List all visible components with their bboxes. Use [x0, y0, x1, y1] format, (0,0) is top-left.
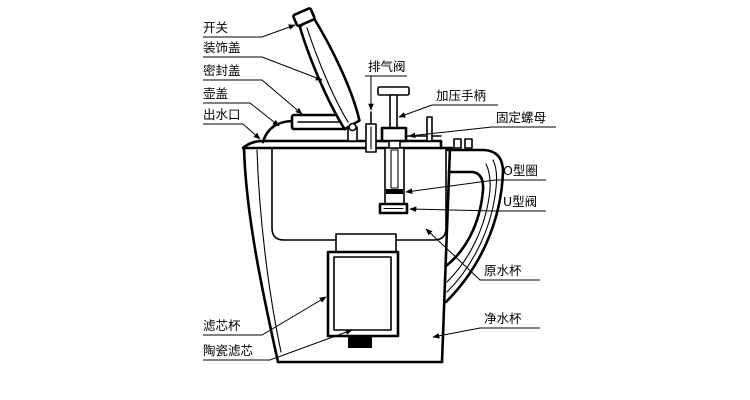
labels: 开关 装饰盖 密封盖 壶盖 出水口 滤芯杯 陶瓷滤芯 排气阀 加压手柄 固定螺母… — [203, 20, 546, 358]
decorative-cover-shell — [298, 15, 361, 131]
filter-assembly — [326, 233, 400, 348]
pressure-handle-bar — [377, 86, 410, 96]
leader-line-pot-lid — [203, 102, 280, 127]
label-o-ring: O型圈 — [503, 163, 538, 178]
body-right-wall — [440, 146, 452, 364]
leader-line-exhaust-valve — [365, 75, 407, 110]
ceramic-filter-core — [333, 256, 392, 331]
filter-cup-shell — [326, 250, 400, 338]
label-u-valve: U型阀 — [503, 194, 537, 209]
label-raw-water-cup: 原水杯 — [484, 263, 522, 278]
handle-outer-edge — [444, 148, 505, 304]
handle-rivet-2 — [464, 138, 473, 149]
label-pot-lid: 壶盖 — [203, 86, 228, 101]
body-outer-left-wall — [242, 146, 280, 364]
label-filter-cup: 滤芯杯 — [203, 318, 241, 333]
pressure-handle-stem — [389, 94, 398, 129]
leader-line-water-outlet — [203, 123, 261, 140]
leader-line-clean-water-cup — [432, 327, 540, 339]
filter-cup-connector — [335, 233, 397, 253]
raw-water-cup — [271, 147, 447, 241]
switch — [292, 7, 316, 28]
o-ring — [386, 189, 403, 194]
handle-striation-2 — [446, 163, 491, 283]
label-ceramic-filter: 陶瓷滤芯 — [203, 343, 253, 358]
filter-cup-bottom-nub — [348, 336, 372, 348]
label-clean-water-cup: 净水杯 — [484, 311, 522, 326]
leader-line-sealing-cover — [203, 79, 303, 115]
pot-lid — [241, 116, 443, 150]
leader-line-o-ring — [405, 179, 546, 194]
label-pressure-handle: 加压手柄 — [436, 88, 486, 103]
leader-line-fixing-nut — [408, 126, 556, 139]
leader-line-pressure-handle — [398, 104, 498, 118]
leader-line-ceramic-filter — [203, 329, 353, 361]
pump-assembly — [378, 147, 409, 215]
leader-line-u-valve — [409, 206, 546, 212]
lid-dome — [261, 119, 296, 144]
label-decorative-cover: 装饰盖 — [203, 40, 241, 55]
label-exhaust-valve: 排气阀 — [368, 59, 406, 74]
leader-lines — [203, 24, 556, 361]
leader-line-decorative-cover — [203, 56, 323, 81]
body-inner-left-wall — [256, 149, 282, 353]
decorative-cover — [292, 7, 361, 131]
fixing-nut — [380, 126, 408, 143]
pressure-handle-assembly — [377, 86, 410, 149]
pump-piston-rod — [390, 149, 399, 189]
lid-top-surface — [261, 139, 443, 150]
handle-rivet-1 — [453, 138, 462, 149]
handle-striation-1 — [446, 159, 498, 293]
label-sealing-cover: 密封盖 — [203, 63, 241, 78]
pump-cylinder — [384, 147, 405, 205]
leader-line-filter-cup — [203, 296, 327, 336]
cover-hinge — [348, 122, 357, 132]
pitcher-body — [242, 146, 452, 364]
leader-line-switch — [203, 24, 296, 38]
label-fixing-nut: 固定螺母 — [496, 110, 546, 125]
leader-line-raw-water-cup — [425, 228, 540, 281]
label-switch: 开关 — [203, 20, 228, 35]
pitcher-handle — [444, 138, 505, 304]
label-water-outlet: 出水口 — [203, 107, 241, 122]
spout-lip — [241, 139, 265, 150]
handle-inner-edge — [444, 170, 485, 268]
exhaust-valve — [365, 111, 377, 153]
nut-neck — [388, 140, 401, 149]
lid-latch — [426, 116, 433, 142]
decorative-cover-inner-edge — [306, 27, 349, 123]
